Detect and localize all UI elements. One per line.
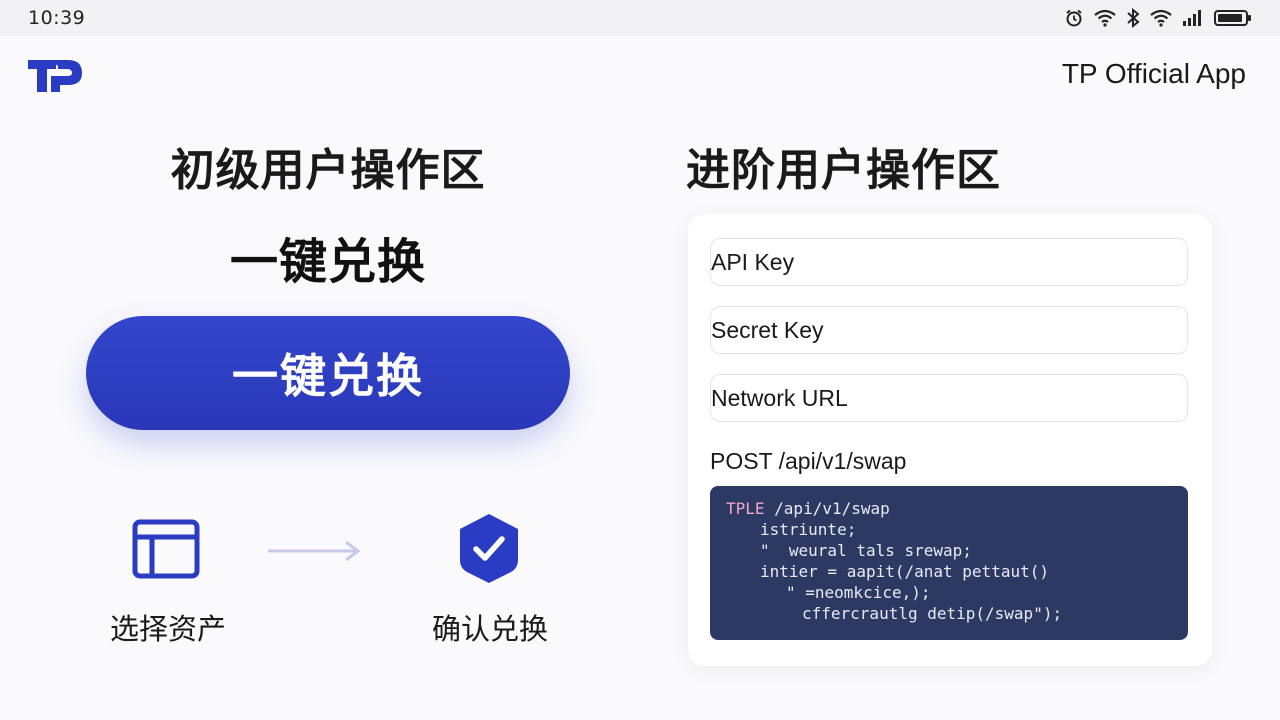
shield-check-icon[interactable] (456, 512, 522, 584)
step-label-confirm-swap: 确认兑换 (431, 612, 548, 646)
network-url-field[interactable] (710, 374, 1188, 422)
code-line: istriunte; (726, 519, 1172, 540)
code-block: TPLE /api/v1/swap istriunte; " weural ta… (710, 486, 1188, 640)
alarm-icon (1066, 9, 1082, 27)
advanced-config-card: POST /api/v1/swap TPLE /api/v1/swap istr… (688, 214, 1212, 666)
code-line: TPLE /api/v1/swap (726, 498, 1172, 519)
one-click-swap-subheading: 一键兑换 (229, 234, 426, 290)
tp-logo-icon (28, 60, 82, 92)
wifi-icon (1150, 9, 1172, 27)
advanced-section-heading: 进阶用户操作区 (686, 145, 1001, 196)
signal-icon (1183, 10, 1201, 26)
code-line: " =neomkcice,); (726, 582, 1172, 603)
step-label-select-asset: 选择资产 (109, 612, 226, 646)
battery-icon (1214, 10, 1251, 26)
code-line: cffercrautlg detip(/swap"); (726, 603, 1172, 624)
code-text: istriunte; (760, 520, 857, 539)
status-bar: 10:39 (0, 0, 1280, 36)
api-key-field[interactable] (710, 238, 1188, 286)
code-text: intier = aapit(/anat pettaut() (760, 562, 1049, 581)
status-time: 10:39 (28, 7, 86, 29)
secret-key-field[interactable] (710, 306, 1188, 354)
wallet-icon[interactable] (132, 518, 200, 580)
arrow-right-icon (268, 540, 361, 562)
api-key-input[interactable] (711, 239, 1187, 285)
endpoint-label: POST /api/v1/swap (710, 448, 907, 474)
code-text: " =neomkcice,); (786, 583, 931, 602)
secret-key-input[interactable] (711, 307, 1187, 353)
code-text: /api/v1/swap (764, 499, 890, 518)
code-keyword: TPLE (726, 499, 765, 518)
code-line: intier = aapit(/anat pettaut() (726, 561, 1172, 582)
beginner-section-heading: 初级用户操作区 (170, 145, 486, 196)
app-title: TP Official App (1061, 58, 1246, 89)
network-url-input[interactable] (711, 375, 1187, 421)
status-icons (1064, 8, 1252, 28)
bluetooth-icon (1127, 8, 1140, 28)
code-text: cffercrautlg detip(/swap"); (802, 604, 1063, 623)
code-text: " weural tals srewap; (760, 541, 972, 560)
code-line: " weural tals srewap; (726, 540, 1172, 561)
one-click-swap-button[interactable]: 一键兑换 (86, 316, 570, 430)
wifi-icon (1094, 9, 1116, 27)
